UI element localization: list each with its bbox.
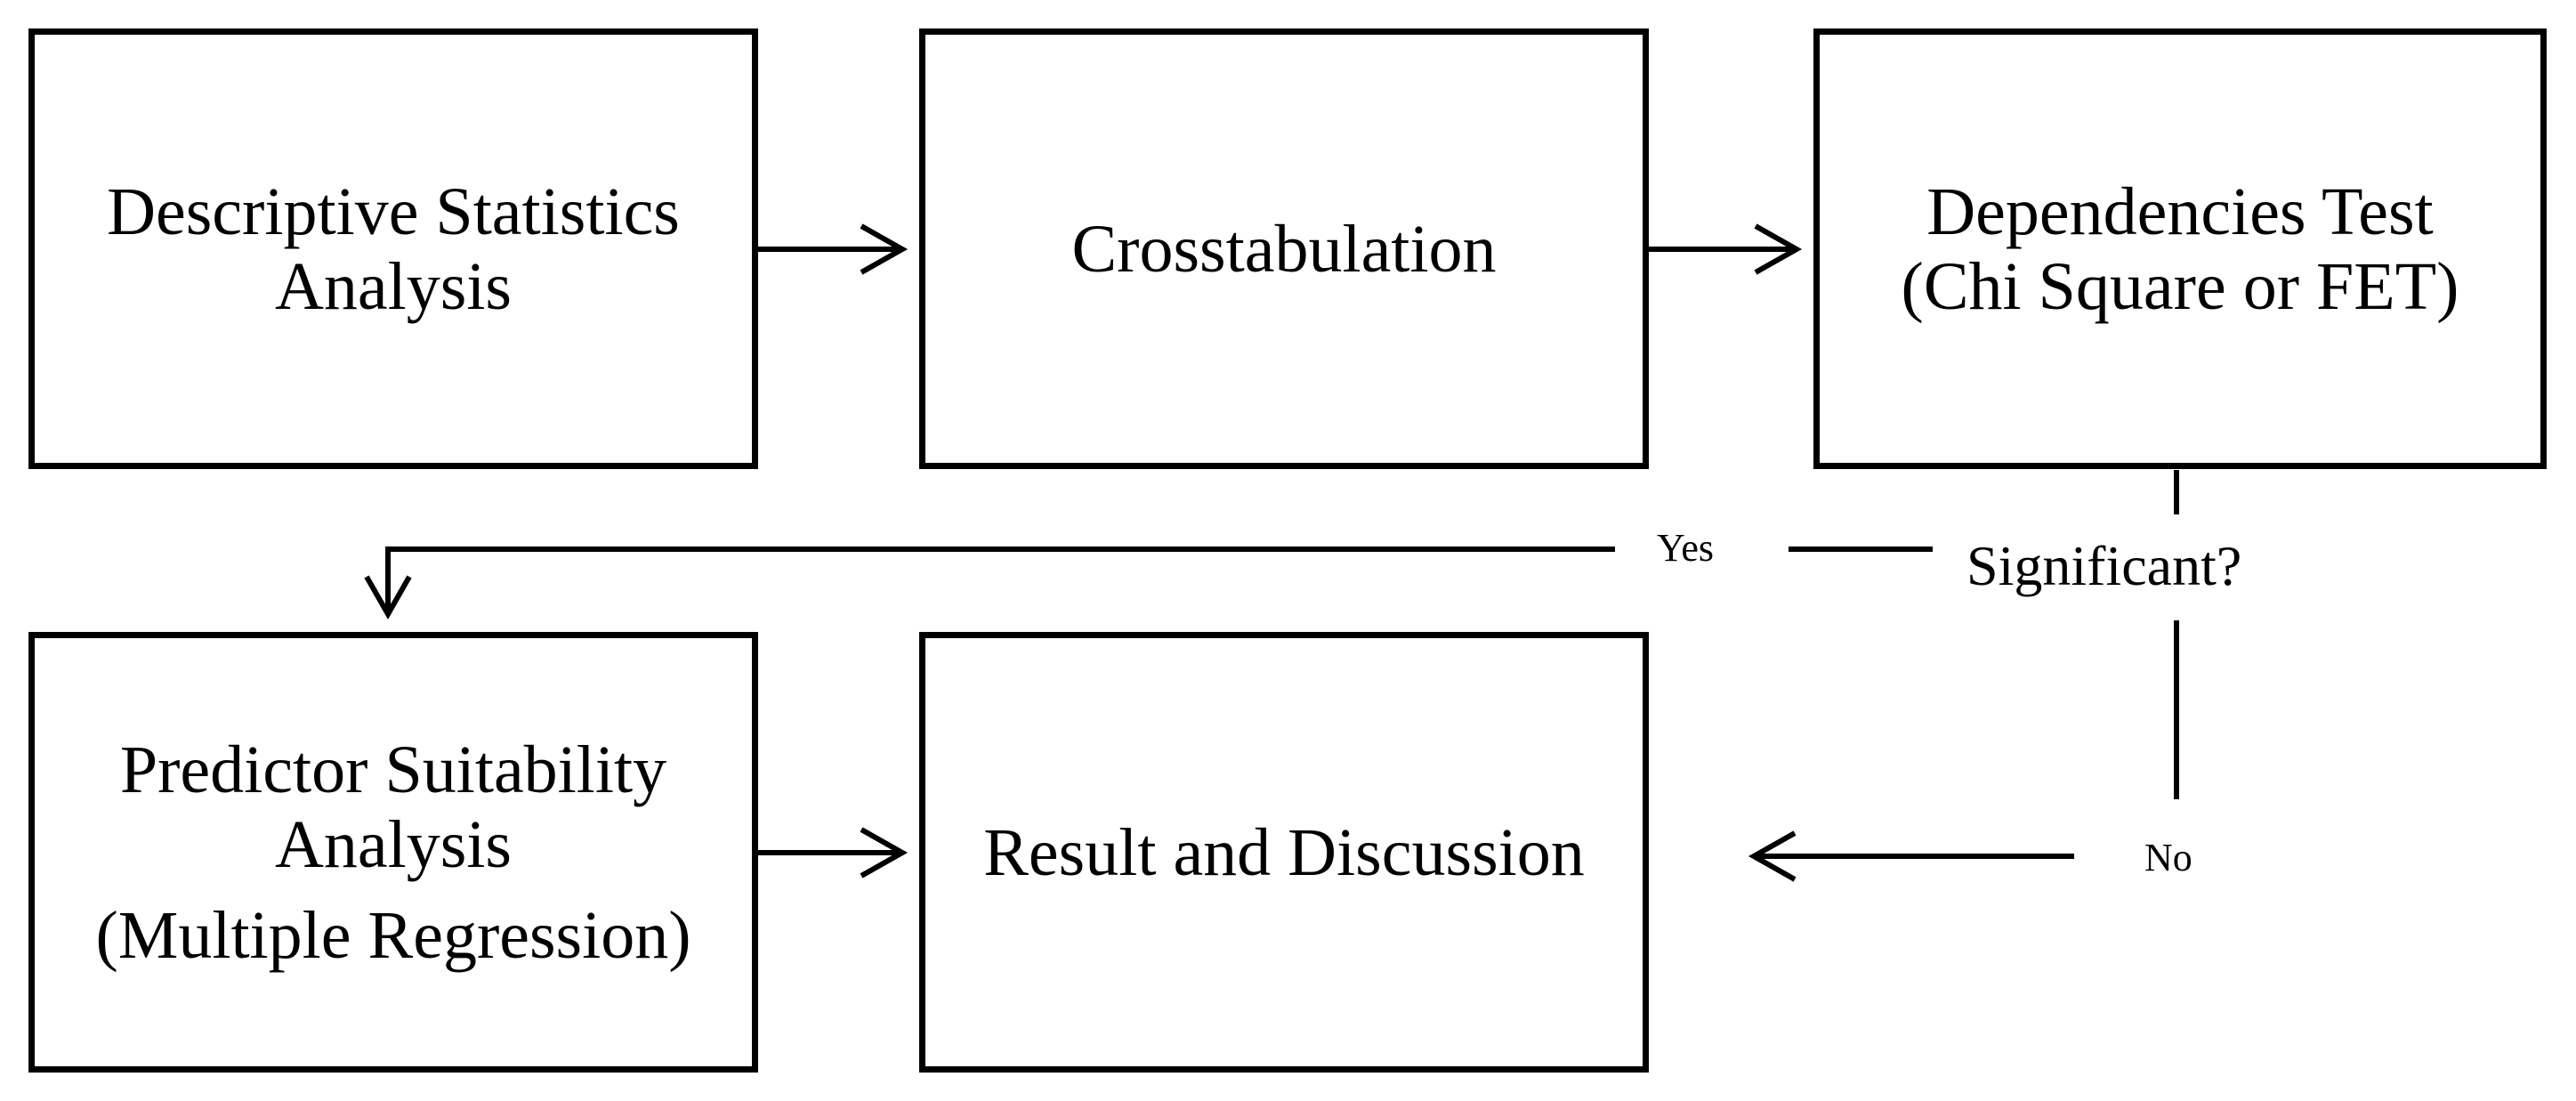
node-descriptive-line-1: Descriptive Statistics xyxy=(107,174,680,249)
node-dependencies-line-1: Dependencies Test xyxy=(1926,174,2434,249)
arrowhead-predictor-to-result xyxy=(860,827,908,878)
edge-label-no: No xyxy=(2144,836,2192,879)
node-predictor-line-1: Predictor Suitability xyxy=(119,732,667,807)
decision-label: Significant? xyxy=(1966,534,2242,597)
node-result-line-1: Result and Discussion xyxy=(983,814,1585,890)
arrowhead-no-to-result xyxy=(1748,830,1797,882)
arrowhead-crosstab-to-dependencies xyxy=(1754,223,1803,275)
node-predictor-line-2: Analysis xyxy=(275,806,512,882)
node-crosstabulation: Crosstabulation xyxy=(919,28,1649,469)
node-descriptive-line-2: Analysis xyxy=(275,248,512,324)
node-descriptive-statistics: Descriptive Statistics Analysis xyxy=(28,28,758,469)
node-predictor-suitability: Predictor Suitability Analysis (Multiple… xyxy=(28,632,758,1073)
node-dependencies-test: Dependencies Test (Chi Square or FET) xyxy=(1813,28,2547,469)
arrowhead-descriptive-to-crosstab xyxy=(860,223,908,275)
arrowhead-yes-to-predictor xyxy=(364,575,412,620)
node-dependencies-line-2: (Chi Square or FET) xyxy=(1901,248,2459,324)
edge-label-yes: Yes xyxy=(1657,526,1715,570)
node-crosstab-line-1: Crosstabulation xyxy=(1071,211,1497,287)
node-result-discussion: Result and Discussion xyxy=(919,632,1649,1073)
node-predictor-line-3: (Multiple Regression) xyxy=(95,897,691,973)
